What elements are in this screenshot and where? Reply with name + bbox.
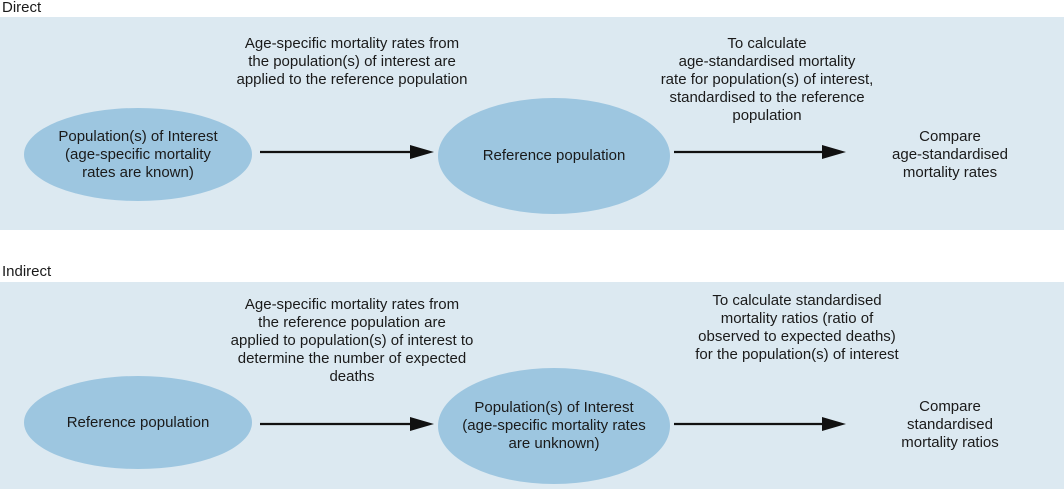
text-line: applied to population(s) of interest to <box>230 332 474 349</box>
arrow-head <box>822 145 846 159</box>
indirect-reference-population-label: Reference population <box>67 414 210 432</box>
text-line: age-standardised mortality <box>678 53 856 70</box>
text-line: To calculate <box>727 35 807 52</box>
text-line: for the population(s) of interest <box>695 346 899 363</box>
text-line: are unknown) <box>508 435 600 452</box>
text-line: rate for population(s) of interest, <box>660 71 874 88</box>
text-line: mortality ratios (ratio of <box>720 310 874 327</box>
direct-apply-note: Age-specific mortality rates from the po… <box>207 35 497 89</box>
text-line: observed to expected deaths) <box>698 328 896 345</box>
indirect-interest-population-label: Population(s) of Interest (age-specific … <box>462 399 645 453</box>
text-line: Population(s) of Interest <box>58 127 218 145</box>
indirect-arrow-1 <box>260 417 434 431</box>
text-line: standardised to the reference <box>669 89 865 106</box>
indirect-interest-population-node: Population(s) of Interest (age-specific … <box>438 368 670 484</box>
text-line: (age-specific mortality rates <box>462 417 646 434</box>
text-line: standardised <box>907 416 993 433</box>
text-line: Age-specific mortality rates from <box>244 296 460 313</box>
text-line: population <box>732 107 802 124</box>
arrow-head <box>410 145 434 159</box>
indirect-calc-note: To calculate standardised mortality rati… <box>652 292 942 364</box>
indirect-reference-population-node: Reference population <box>24 376 252 469</box>
direct-arrow-1 <box>260 145 434 159</box>
direct-compare-label: Compare age-standardised mortality rates <box>866 128 1034 182</box>
text-line: deaths <box>329 368 375 385</box>
indirect-apply-note: Age-specific mortality rates from the re… <box>197 296 507 386</box>
direct-interest-population-node: Population(s) of Interest (age-specific … <box>24 108 252 201</box>
text-line: Compare <box>919 398 981 415</box>
text-line: determine the number of expected <box>237 350 467 367</box>
text-line: mortality ratios <box>901 434 999 451</box>
arrow-head <box>822 417 846 431</box>
direct-calc-note: To calculate age-standardised mortality … <box>622 35 912 125</box>
text-line: rates are known) <box>82 163 194 181</box>
text-line: To calculate standardised <box>712 292 882 309</box>
indirect-compare-label: Compare standardised mortality ratios <box>866 398 1034 452</box>
indirect-section-title: Indirect <box>2 263 52 280</box>
text-line: Population(s) of Interest <box>474 399 634 416</box>
text-line: the population(s) of interest are <box>248 53 456 70</box>
text-line: mortality rates <box>902 164 998 181</box>
text-line: the reference population are <box>258 314 446 331</box>
text-line: Reference population <box>482 147 626 164</box>
direct-reference-population-node: Reference population <box>438 98 670 214</box>
text-line: Compare <box>919 128 981 145</box>
text-line: age-standardised <box>892 146 1008 163</box>
text-line: (age-specific mortality <box>65 145 211 163</box>
indirect-arrow-2 <box>674 417 846 431</box>
text-line: Reference population <box>66 413 210 431</box>
direct-section-title: Direct <box>2 0 42 16</box>
text-line: applied to the reference population <box>236 71 468 88</box>
direct-arrow-2 <box>674 145 846 159</box>
direct-reference-population-label: Reference population <box>483 147 626 165</box>
text-line: Age-specific mortality rates from <box>244 35 460 52</box>
arrow-head <box>410 417 434 431</box>
direct-interest-population-label: Population(s) of Interest (age-specific … <box>58 128 217 182</box>
